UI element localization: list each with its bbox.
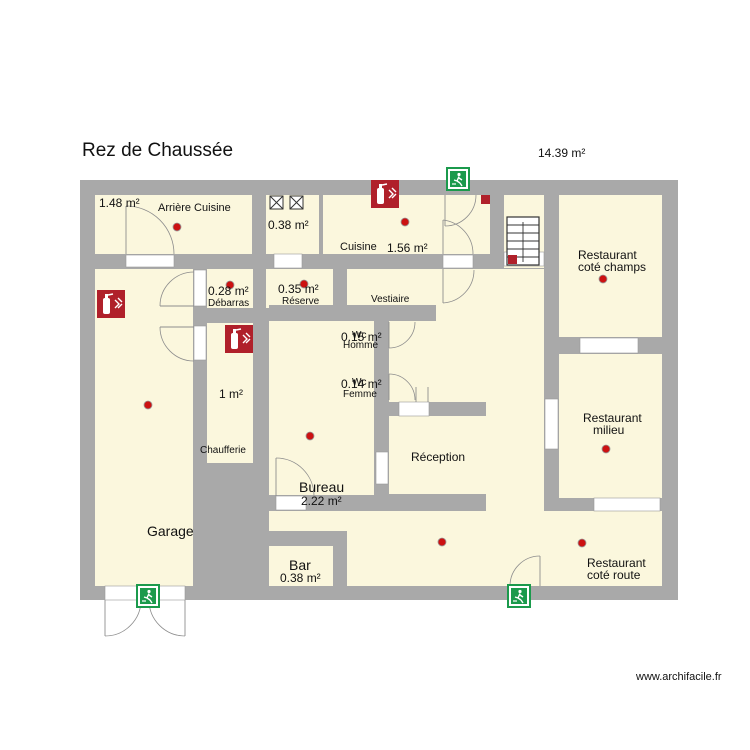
exit-marker-icon bbox=[508, 255, 517, 264]
opening-restaurant-champs bbox=[579, 337, 639, 354]
door-restaurant-route bbox=[509, 555, 541, 587]
page-title: Rez de Chaussée bbox=[82, 140, 234, 161]
room-restaurant-milieu bbox=[559, 354, 662, 498]
emergency-exit-icon bbox=[446, 167, 470, 191]
room-restaurant-champs bbox=[559, 195, 662, 337]
room-name-reception: Réception bbox=[411, 450, 465, 464]
smoke-detector-icon bbox=[577, 538, 587, 548]
opening-restaurant-milieu-side bbox=[544, 398, 559, 450]
room-name-restaurant-champs: Restaurant bbox=[578, 248, 637, 262]
wall-wc-right bbox=[374, 322, 389, 494]
room-area-reduit: 0.38 m² bbox=[268, 218, 309, 232]
door-wc-homme bbox=[388, 321, 416, 349]
emergency-exit-icon bbox=[507, 584, 531, 608]
smoke-detector-icon bbox=[598, 274, 608, 284]
room-reserve bbox=[266, 269, 333, 308]
wall-reception-bottom bbox=[374, 494, 486, 511]
door-arriere-cuisine bbox=[125, 205, 175, 255]
opening-cuisine bbox=[442, 254, 474, 269]
opening-garage-chaufferie bbox=[193, 325, 207, 361]
total-area-label: 14.39 m² bbox=[538, 146, 586, 160]
room-area-cuisine: 1.56 m² bbox=[387, 241, 428, 255]
door-garage-top bbox=[159, 271, 195, 307]
room-area-wc-homme: 0.15 m² bbox=[341, 330, 382, 344]
room-name-restaurant-route: Restaurant bbox=[587, 556, 646, 570]
room-reception-corridor bbox=[441, 305, 544, 325]
fire-extinguisher-icon bbox=[224, 324, 254, 354]
room-name-restaurant-milieu: Restaurant bbox=[583, 411, 642, 425]
ventilation-icon bbox=[269, 195, 284, 210]
room-name-wc-homme: Wc bbox=[352, 330, 366, 341]
fire-extinguisher-icon bbox=[96, 289, 126, 319]
room-subname-restaurant-milieu: milieu bbox=[593, 423, 624, 437]
room-area-bar: 0.38 m² bbox=[280, 571, 321, 585]
opening-reserve bbox=[273, 253, 303, 269]
room-subname-restaurant-champs: coté champs bbox=[578, 260, 646, 274]
smoke-detector-icon bbox=[437, 537, 447, 547]
smoke-detector-icon bbox=[299, 279, 309, 289]
room-subname-wc-femme: Femme bbox=[343, 389, 377, 400]
opening-wc-femme bbox=[398, 401, 430, 417]
room-area-arriere-cuisine: 1.48 m² bbox=[99, 196, 140, 210]
opening-bureau bbox=[275, 495, 307, 511]
door-wc-femme bbox=[388, 373, 429, 402]
room-bar bbox=[269, 546, 333, 586]
opening-garage-debarras bbox=[193, 269, 207, 307]
room-name-chaufferie: Chaufferie bbox=[200, 445, 246, 456]
ventilation-icon bbox=[289, 195, 304, 210]
door-garage-chaufferie bbox=[159, 326, 195, 362]
room-area-debarras: 0.28 m² bbox=[208, 284, 249, 298]
room-name-reserve: Réserve bbox=[282, 296, 320, 307]
wall-bureau-top bbox=[269, 305, 436, 321]
room-name-bureau: Bureau bbox=[299, 479, 344, 495]
smoke-detector-icon bbox=[225, 280, 235, 290]
room-bureau bbox=[269, 321, 374, 495]
smoke-detector-icon bbox=[305, 431, 315, 441]
corridor-bar bbox=[269, 511, 349, 531]
room-restaurant-route bbox=[347, 511, 662, 586]
opening-arriere-cuisine bbox=[125, 254, 175, 268]
room-reception bbox=[389, 269, 544, 386]
fire-extinguisher-icon bbox=[370, 179, 400, 209]
room-area-wc-femme: 0.14 m² bbox=[341, 377, 382, 391]
room-name-debarras: Débarras bbox=[208, 298, 249, 309]
corridor-reception-route bbox=[485, 497, 544, 511]
door-cuisine bbox=[442, 219, 474, 255]
room-name-vestiaire: Vestiaire bbox=[371, 294, 410, 305]
smoke-detector-icon bbox=[143, 400, 153, 410]
door-vestiaire bbox=[442, 269, 475, 304]
door-cuisine-exterior bbox=[444, 194, 477, 227]
smoke-detector-icon bbox=[601, 444, 611, 454]
credit-watermark: www.archifacile.fr bbox=[636, 671, 722, 683]
opening-restaurant-milieu-bottom bbox=[593, 497, 661, 512]
smoke-detector-icon bbox=[400, 217, 410, 227]
room-area-chaufferie: 1 m² bbox=[219, 387, 243, 401]
room-name-bar: Bar bbox=[289, 557, 311, 573]
room-name-wc-femme: Wc bbox=[352, 377, 366, 388]
room-area-bureau: 2.22 m² bbox=[301, 494, 342, 508]
room-area-reserve: 0.35 m² bbox=[278, 282, 319, 296]
room-name-cuisine: Cuisine bbox=[340, 241, 377, 253]
smoke-detector-icon bbox=[172, 222, 182, 232]
wall-reception-stub bbox=[374, 402, 486, 416]
room-subname-restaurant-route: coté route bbox=[587, 568, 641, 582]
room-subname-wc-homme: Homme bbox=[343, 340, 378, 351]
emergency-exit-icon bbox=[136, 584, 160, 608]
room-garage bbox=[95, 269, 193, 586]
door-bureau bbox=[275, 457, 315, 497]
room-name-garage: Garage bbox=[147, 523, 194, 539]
room-name-arriere-cuisine: Arrière Cuisine bbox=[158, 202, 231, 214]
opening-reception bbox=[375, 451, 389, 485]
exit-marker-icon bbox=[481, 195, 490, 204]
